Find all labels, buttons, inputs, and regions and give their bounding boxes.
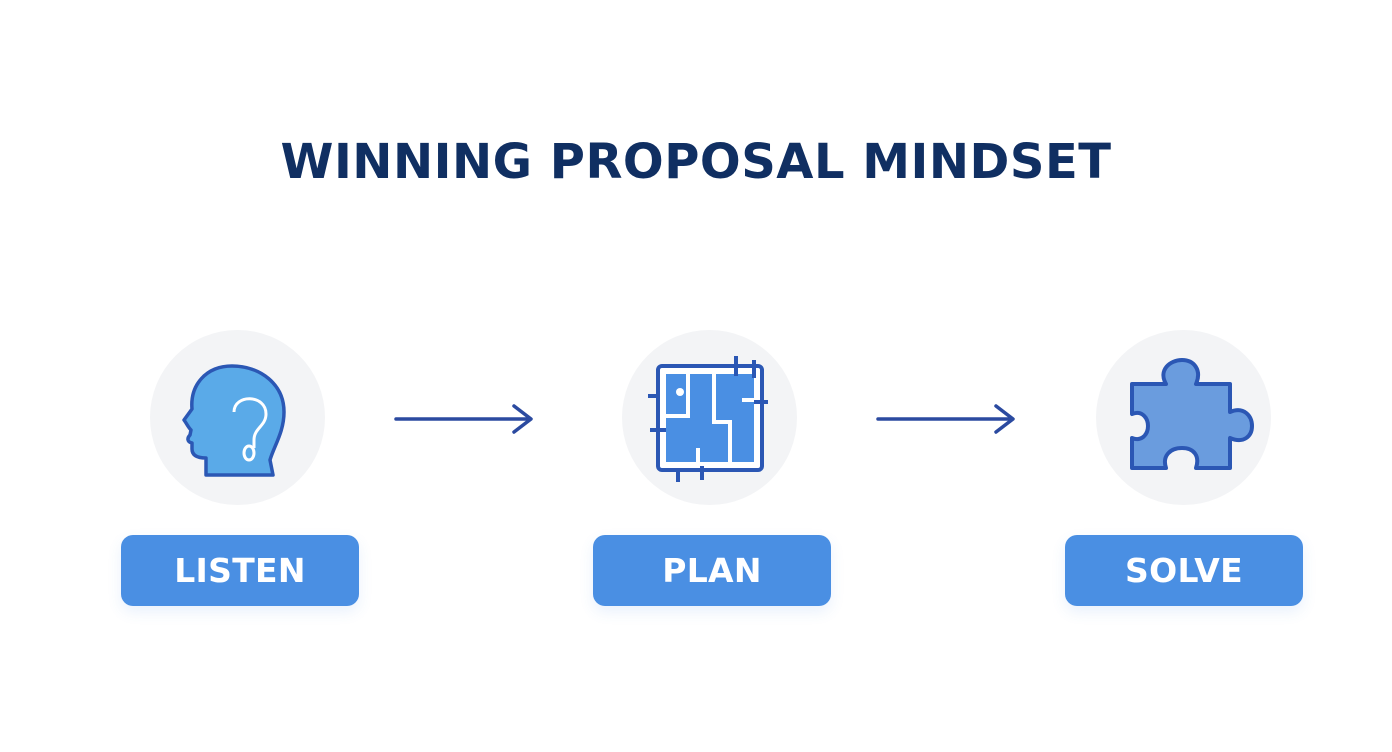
diagram-title: WINNING PROPOSAL MINDSET bbox=[280, 134, 1112, 190]
puzzle-piece-icon bbox=[1130, 358, 1254, 470]
step-label-listen: LISTEN bbox=[121, 535, 359, 606]
arrow-right-icon bbox=[876, 404, 1015, 434]
step-label-plan: PLAN bbox=[593, 535, 831, 606]
plan-icon-circle bbox=[622, 330, 797, 505]
arrow-right-icon bbox=[394, 404, 533, 434]
blueprint-plan-icon bbox=[648, 356, 768, 482]
head-with-ear-icon bbox=[182, 364, 286, 477]
step-label-solve: SOLVE bbox=[1065, 535, 1303, 606]
listen-icon-circle bbox=[150, 330, 325, 505]
solve-icon-circle bbox=[1096, 330, 1271, 505]
